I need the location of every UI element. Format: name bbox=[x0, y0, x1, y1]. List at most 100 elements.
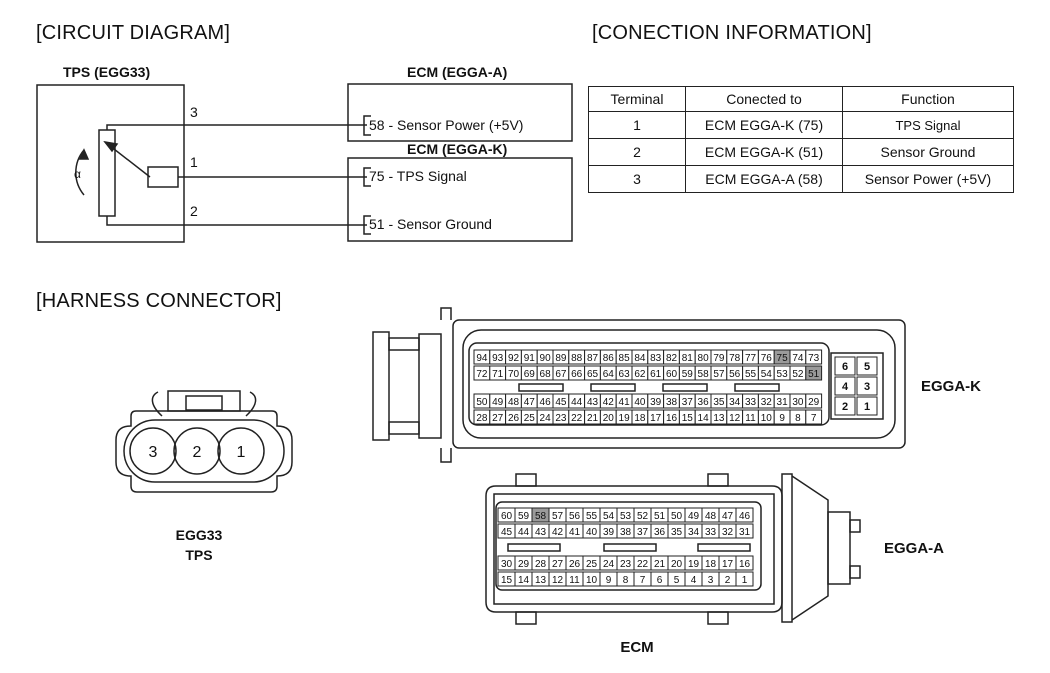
egga-k-pin-number: 89 bbox=[555, 353, 567, 364]
egga-k-pin-number: 79 bbox=[713, 353, 725, 364]
egga-a-pin-number: 55 bbox=[586, 511, 598, 522]
table-cell: 1 bbox=[588, 111, 686, 139]
pin-number: 2 bbox=[193, 444, 202, 461]
egga-k-pin-number: 16 bbox=[666, 413, 678, 424]
tps-connector-label: EGG33 bbox=[176, 527, 223, 543]
pin-label: 3 bbox=[190, 104, 198, 120]
key-slot bbox=[518, 383, 564, 392]
egga-k-side-pin-cell bbox=[856, 396, 878, 416]
egga-k-pin-number: 86 bbox=[603, 353, 615, 364]
ecm-egga-k-box bbox=[347, 157, 573, 242]
egga-k-pin-number: 31 bbox=[777, 397, 789, 408]
egga-k-pin-number: 41 bbox=[619, 397, 631, 408]
egga-a-pin-number: 34 bbox=[688, 527, 700, 538]
egga-a-pin-number: 1 bbox=[742, 575, 748, 586]
egga-a-pin-number: 57 bbox=[552, 511, 564, 522]
egga-a-pin-number: 23 bbox=[620, 559, 632, 570]
egga-k-pin-number: 18 bbox=[634, 413, 646, 424]
connector-tab bbox=[440, 307, 452, 320]
egga-k-pin-number: 36 bbox=[698, 397, 710, 408]
ecm-a-title: ECM (EGGA-A) bbox=[407, 64, 507, 80]
egga-a-pin-number: 58 bbox=[535, 511, 547, 522]
egga-k-pin-number: 76 bbox=[761, 353, 773, 364]
egga-a-pin-number: 39 bbox=[603, 527, 615, 538]
egga-k-pin-number: 52 bbox=[792, 369, 804, 380]
egga-k-pin-number: 26 bbox=[508, 413, 520, 424]
egga-k-pin-number: 28 bbox=[476, 413, 488, 424]
egga-a-pin-number: 37 bbox=[637, 527, 649, 538]
egga-k-pin-number: 75 bbox=[777, 353, 789, 364]
egga-a-pin-number: 44 bbox=[518, 527, 530, 538]
egga-k-pin-number: 58 bbox=[698, 369, 710, 380]
tps-connector-label: TPS bbox=[185, 547, 212, 563]
egga-a-pin-number: 38 bbox=[620, 527, 632, 538]
terminal-bracket bbox=[363, 215, 371, 235]
egga-k-pin-number: 20 bbox=[603, 413, 615, 424]
egga-a-pin-number: 18 bbox=[705, 559, 717, 570]
egga-a-pin-number: 56 bbox=[569, 511, 581, 522]
egga-k-pin-number: 91 bbox=[524, 353, 536, 364]
egga-a-pin-number: 15 bbox=[501, 575, 513, 586]
egga-k-pin-number: 71 bbox=[492, 369, 504, 380]
wiper-arrowhead-icon bbox=[103, 140, 119, 153]
egga-a-pin-number: 25 bbox=[586, 559, 598, 570]
connector-tab bbox=[707, 473, 729, 487]
pin-number: 3 bbox=[149, 444, 158, 461]
egga-k-pin-number: 60 bbox=[666, 369, 678, 380]
egga-a-pin-number: 12 bbox=[552, 575, 564, 586]
table-row: 1 ECM EGGA-K (75) TPS Signal bbox=[588, 111, 1014, 139]
egga-k-pin-number: 43 bbox=[587, 397, 599, 408]
connector-tab bbox=[388, 421, 420, 435]
egga-k-pin-number: 8 bbox=[795, 413, 801, 424]
connector-pin-1 bbox=[217, 427, 265, 475]
egga-a-pin-cell bbox=[735, 507, 754, 523]
egga-a-pin-number: 17 bbox=[722, 559, 734, 570]
egga-a-pin-number: 27 bbox=[552, 559, 564, 570]
egga-a-pin-number: 52 bbox=[637, 511, 649, 522]
egga-k-pin-number: 53 bbox=[777, 369, 789, 380]
connector-tab bbox=[707, 611, 729, 625]
egga-k-pin-number: 84 bbox=[634, 353, 646, 364]
egga-k-pin-number: 85 bbox=[619, 353, 631, 364]
egga-k-side-pin-cell bbox=[834, 396, 856, 416]
egga-k-side-pin-number: 5 bbox=[864, 361, 870, 373]
egga-k-pin-number: 15 bbox=[682, 413, 694, 424]
table-header: Function bbox=[842, 86, 1014, 112]
egga-k-side-pin-cell bbox=[834, 376, 856, 396]
egga-k-pin-number: 74 bbox=[792, 353, 804, 364]
terminal-51-label: 51 - Sensor Ground bbox=[369, 216, 492, 232]
egga-a-pin-number: 35 bbox=[671, 527, 683, 538]
egga-a-pin-number: 45 bbox=[501, 527, 513, 538]
egga-k-pin-number: 69 bbox=[524, 369, 536, 380]
egga-k-pin-number: 50 bbox=[476, 397, 488, 408]
egga-a-pin-number: 32 bbox=[722, 527, 734, 538]
egga-k-pin-number: 77 bbox=[745, 353, 757, 364]
egga-a-pin-number: 29 bbox=[518, 559, 530, 570]
connector-tab bbox=[440, 448, 452, 463]
egga-a-pin-number: 20 bbox=[671, 559, 683, 570]
pin-block bbox=[495, 501, 762, 591]
connection-info-heading: [CONECTION INFORMATION] bbox=[592, 22, 872, 44]
wire-sensor-ground bbox=[106, 216, 367, 226]
egga-a-pin-number: 6 bbox=[657, 575, 663, 586]
egga-a-pin-number: 13 bbox=[535, 575, 547, 586]
table-cell: ECM EGGA-K (75) bbox=[685, 111, 843, 139]
key-slot bbox=[603, 543, 657, 552]
egga-k-pin-number: 39 bbox=[650, 397, 662, 408]
egga-k-pin-number: 19 bbox=[619, 413, 631, 424]
egga-k-pin-cell bbox=[805, 393, 823, 409]
connector-body bbox=[827, 511, 851, 585]
egga-a-pin-number: 42 bbox=[552, 527, 564, 538]
pin-number: 1 bbox=[237, 444, 246, 461]
connection-table: Terminal Conected to Function 1 ECM EGGA… bbox=[588, 86, 1014, 193]
egga-k-pin-number: 87 bbox=[587, 353, 599, 364]
table-cell: 3 bbox=[588, 165, 686, 193]
egga-a-pin-cell bbox=[735, 523, 754, 539]
egga-k-pin-number: 34 bbox=[729, 397, 741, 408]
egga-k-pin-number: 83 bbox=[650, 353, 662, 364]
egga-k-pin-number: 44 bbox=[571, 397, 583, 408]
egga-k-pin-number: 81 bbox=[682, 353, 694, 364]
connector-tab bbox=[849, 565, 861, 579]
